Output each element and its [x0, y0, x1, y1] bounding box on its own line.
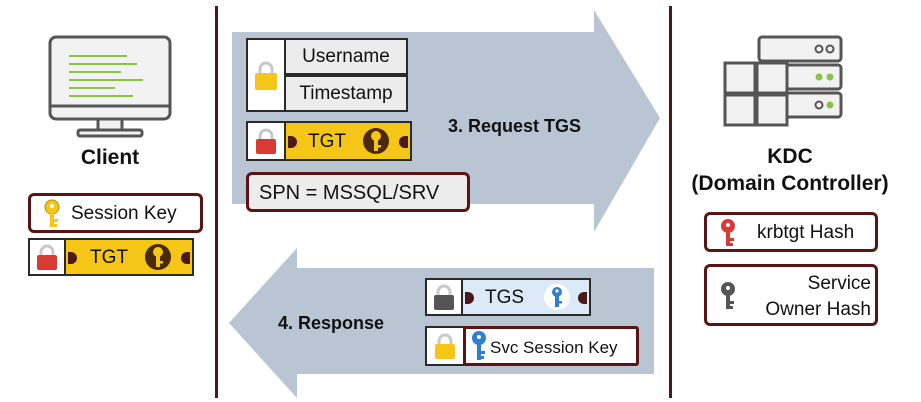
kdc-title: KDC (Domain Controller)	[680, 143, 900, 197]
tgs-notch-left	[465, 292, 474, 304]
blue-key-circle-icon	[544, 284, 570, 310]
client-tgt-ticket: TGT	[28, 238, 194, 276]
kdc-title-line2: (Domain Controller)	[691, 172, 889, 195]
request-tgt-notch-right	[399, 136, 408, 148]
service-owner-hash-label: Service Owner Hash	[743, 271, 871, 323]
krbtgt-hash-box: krbtgt Hash	[704, 212, 878, 252]
red-lock-icon	[37, 244, 57, 270]
request-arrow-label: 3. Request TGS	[448, 116, 582, 136]
svc-lock-cell	[425, 326, 465, 366]
client-tgt-notch-right	[181, 252, 190, 264]
yellow-lock-icon	[255, 61, 277, 90]
gray-key-icon	[721, 282, 735, 309]
client-tgt-body: TGT	[64, 238, 194, 276]
request-tgt-label: TGT	[308, 131, 346, 152]
gold-key-circle-icon	[363, 128, 389, 154]
timestamp-cell: Timestamp	[284, 75, 408, 112]
left-divider	[215, 6, 218, 398]
response-arrow-label: 4. Response	[278, 313, 385, 333]
gold-key-circle-icon	[145, 244, 171, 270]
red-lock-icon	[256, 128, 276, 154]
session-key-label: Session Key	[71, 203, 177, 224]
service-owner-line2: Owner Hash	[765, 299, 871, 320]
tgs-lock-cell	[425, 278, 463, 316]
client-tgt-lock-cell	[28, 238, 66, 276]
svc-session-key-label: Svc Session Key	[490, 338, 618, 357]
tgs-notch-right	[578, 292, 587, 304]
blue-key-icon	[472, 331, 486, 360]
server-stack-icon	[723, 35, 843, 127]
request-tgt-ticket: TGT	[246, 121, 412, 161]
right-divider	[669, 6, 672, 398]
spn-label: SPN = MSSQL/SRV	[259, 182, 440, 204]
request-tgt-lock-cell	[246, 121, 286, 161]
tgs-label: TGS	[485, 287, 525, 308]
svc-session-key: Svc Session Key	[425, 326, 639, 366]
computer-monitor-icon	[48, 35, 172, 138]
svc-session-key-box: Svc Session Key	[463, 326, 639, 366]
tgs-body: TGS	[461, 278, 591, 316]
red-key-icon	[721, 219, 735, 246]
gray-lock-icon	[434, 284, 454, 310]
client-tgt-label: TGT	[90, 247, 128, 268]
yellow-lock-icon	[435, 333, 455, 359]
spn-box: SPN = MSSQL/SRV	[246, 172, 470, 212]
service-owner-hash-box: Service Owner Hash	[704, 264, 878, 326]
client-title: Client	[80, 146, 140, 169]
request-tgt-notch-left	[288, 136, 297, 148]
client-tgt-notch-left	[68, 252, 77, 264]
request-tgt-body: TGT	[284, 121, 412, 161]
session-key-box: Session Key	[28, 193, 203, 233]
tgs-ticket: TGS	[425, 278, 591, 316]
kdc-title-line1: KDC	[767, 145, 813, 168]
service-owner-line1: Service	[807, 273, 871, 294]
key-icon	[44, 199, 60, 227]
auth-lock-cell	[246, 38, 286, 112]
username-cell: Username	[284, 38, 408, 75]
krbtgt-hash-label: krbtgt Hash	[757, 222, 855, 243]
